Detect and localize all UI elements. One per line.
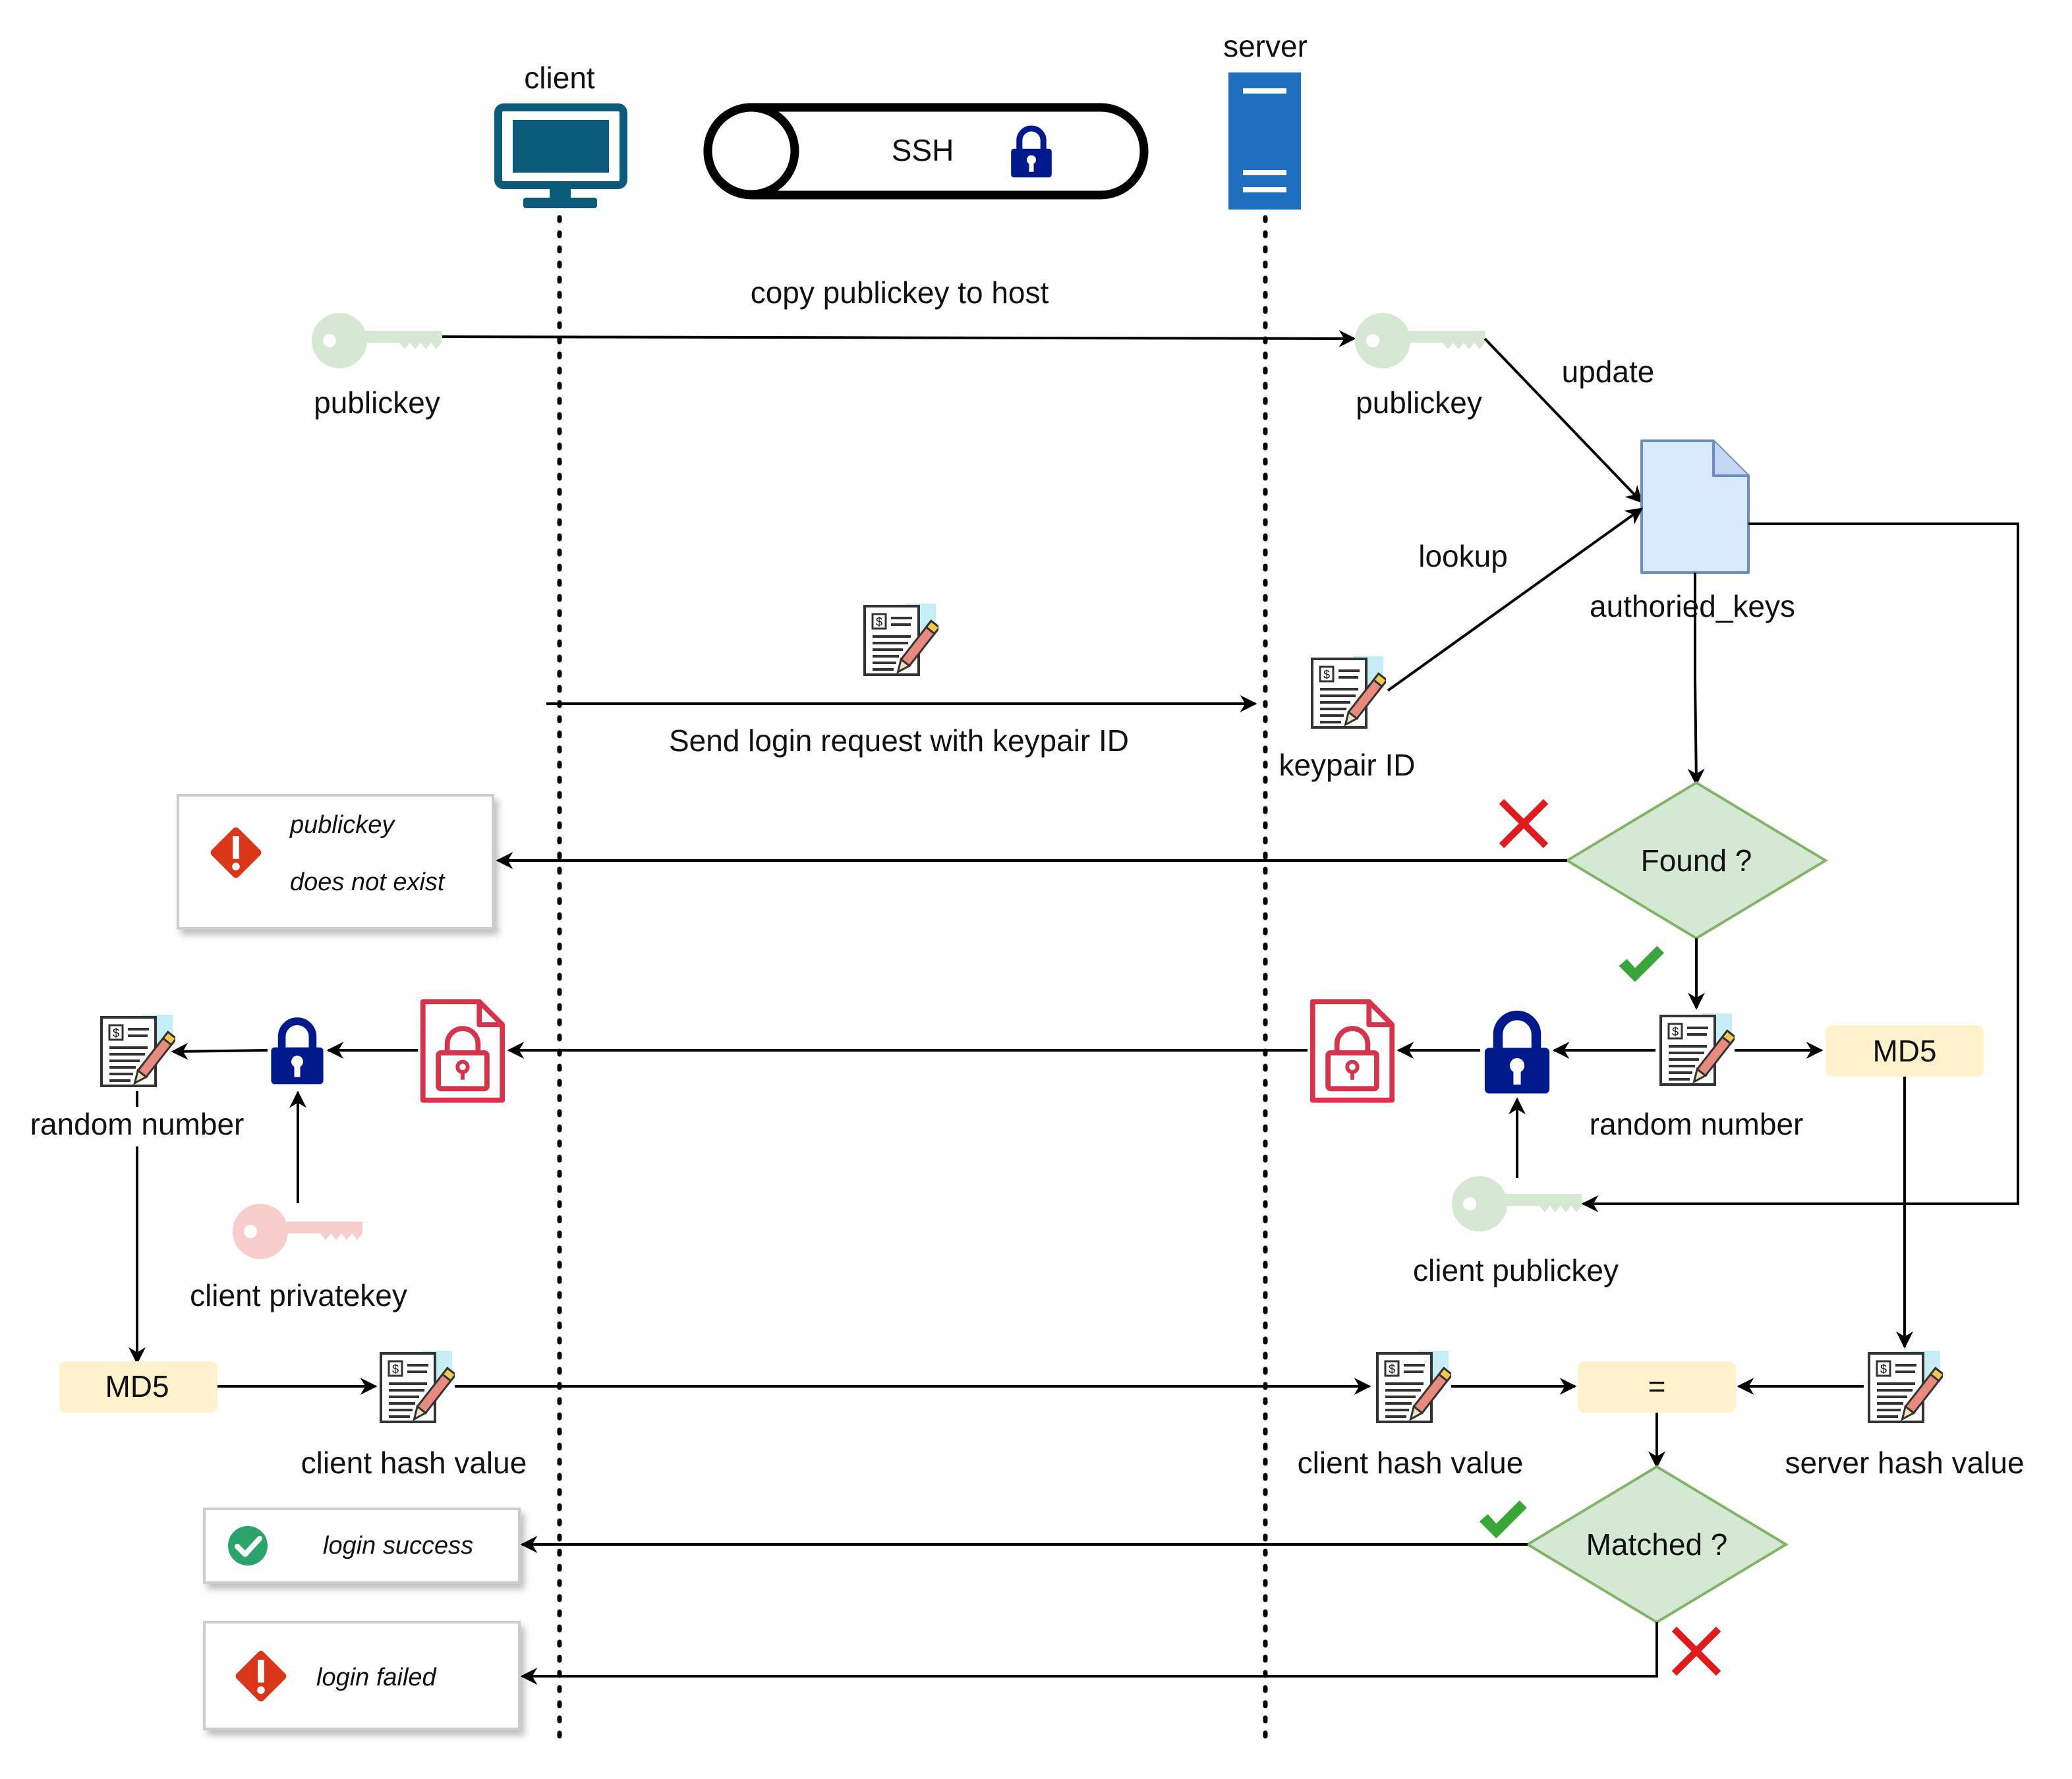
matched-no-cross-icon <box>1674 1629 1718 1673</box>
keypair-id-document-icon <box>1311 655 1386 729</box>
found-no-cross-icon <box>1501 801 1545 845</box>
server-publickey-label: publickey <box>1356 385 1482 420</box>
publickey-missing-line2: does not exist <box>290 868 446 896</box>
client-random-number-icon <box>100 1013 175 1088</box>
client-md5-label: MD5 <box>105 1369 169 1403</box>
client-md5-box <box>59 1361 217 1413</box>
equals-box <box>1578 1361 1736 1413</box>
authorized-keys-file-icon <box>1640 439 1750 574</box>
monitor-icon <box>494 103 627 208</box>
server-hash-value-label: server hash value <box>1785 1446 2024 1480</box>
matched-yes-check-icon <box>1479 1500 1527 1539</box>
authorized-keys-to-client-publickey-arrow <box>1581 522 2019 1212</box>
client-publickey-label: publickey <box>314 385 440 420</box>
server-encrypted-file-icon <box>1313 1002 1392 1100</box>
client-hash-value-label-server: client hash value <box>1298 1446 1524 1480</box>
send-login-request-label: Send login request with keypair ID <box>669 723 1129 758</box>
request-document-icon <box>863 602 938 677</box>
server-icon <box>1228 72 1301 210</box>
copy-publickey-label: copy publickey to host <box>751 275 1049 310</box>
server-random-number-icon <box>1659 1012 1735 1087</box>
keypair-id-label: keypair ID <box>1279 748 1415 782</box>
client-publickey-key-icon <box>312 313 442 368</box>
login-failed-label: login failed <box>316 1664 438 1691</box>
server-md5-label: MD5 <box>1872 1034 1936 1068</box>
client-publickey-label-server: client publickey <box>1413 1253 1619 1287</box>
server-md5-box <box>1826 1025 1984 1077</box>
server-hash-value-icon <box>1868 1349 1943 1424</box>
success-icon <box>228 1526 268 1566</box>
update-label: update <box>1562 354 1655 389</box>
equals-label: = <box>1648 1369 1666 1403</box>
publickey-missing-line1: publickey <box>289 811 395 839</box>
authorized-keys-label: authoried_keys <box>1590 589 1795 623</box>
ssh-label: SSH <box>892 133 954 167</box>
client-random-number-label: random number <box>30 1107 245 1141</box>
server-label: server <box>1223 29 1308 63</box>
copy-publickey-arrow <box>442 329 1356 347</box>
client-lock-icon <box>271 1021 323 1084</box>
client-lock-to-random-arrow <box>171 1042 268 1060</box>
client-privatekey-label: client privatekey <box>190 1278 407 1313</box>
lookup-arrow <box>1387 507 1644 692</box>
update-arrow <box>1483 337 1643 503</box>
client-hash-value-icon-client <box>380 1349 455 1424</box>
authorized-keys-to-found-arrow <box>1687 573 1705 786</box>
client-hash-value-label-client: client hash value <box>301 1446 527 1480</box>
client-publickey-key-icon-server <box>1452 1176 1582 1231</box>
client-hash-value-icon-server <box>1376 1349 1451 1424</box>
server-lock-icon <box>1485 1015 1549 1093</box>
matched-no-arrow <box>520 1622 1658 1685</box>
server-publickey-key-icon <box>1355 313 1485 368</box>
matched-decision-label: Matched ? <box>1586 1527 1728 1562</box>
client-privatekey-key-icon <box>233 1204 362 1259</box>
client-encrypted-file-icon <box>423 1002 502 1100</box>
found-yes-check-icon <box>1619 946 1664 982</box>
lookup-label: lookup <box>1418 539 1508 573</box>
server-random-number-label: random number <box>1590 1107 1804 1141</box>
login-success-label: login success <box>323 1532 473 1560</box>
client-label: client <box>524 61 595 95</box>
found-decision-label: Found ? <box>1641 843 1752 878</box>
